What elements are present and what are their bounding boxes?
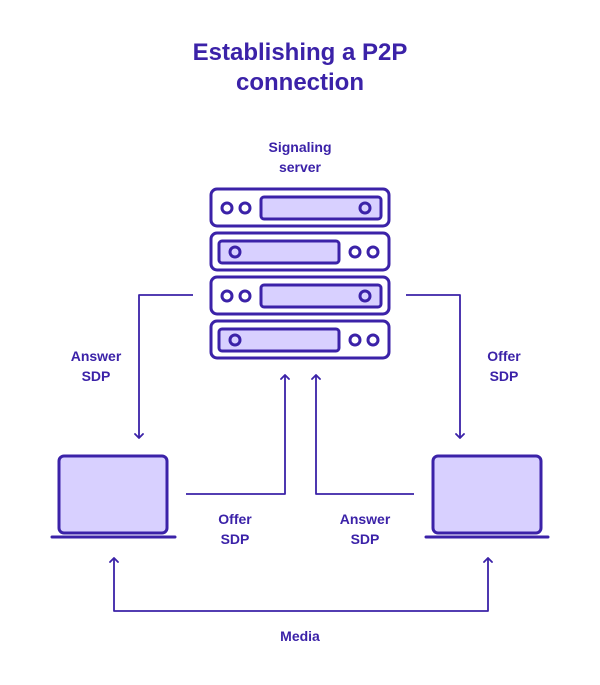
signaling-server-label: Signaling server xyxy=(240,137,360,177)
offer-sdp-label-bottom-line-2: SDP xyxy=(220,531,250,547)
offer-sdp-label-right: Offer SDP xyxy=(444,346,564,386)
answer-sdp-label-left-line-1: Answer xyxy=(70,348,122,364)
answer-sdp-label-bottom-line-2: SDP xyxy=(350,531,380,547)
answer-sdp-label-left: Answer SDP xyxy=(36,346,156,386)
server-unit-3 xyxy=(209,275,391,316)
signaling-server-label-line-2: server xyxy=(278,159,322,175)
answer-sdp-label-bottom-line-1: Answer xyxy=(339,511,391,527)
answer-sdp-label-bottom: Answer SDP xyxy=(305,509,425,549)
answer-sdp-arrow-left xyxy=(134,294,193,439)
offer-sdp-label-bottom: Offer SDP xyxy=(175,509,295,549)
server-unit-1 xyxy=(209,187,391,228)
answer-sdp-arrow-up xyxy=(311,374,414,495)
title-line-1: Establishing a P2P xyxy=(192,39,408,66)
offer-sdp-label-bottom-line-1: Offer xyxy=(218,511,252,527)
right-laptop-icon xyxy=(424,454,550,539)
media-label-text: Media xyxy=(280,628,320,644)
diagram-title: Establishing a P2P connection xyxy=(0,38,600,98)
media-label: Media xyxy=(240,626,360,646)
media-arrow xyxy=(109,557,493,612)
server-unit-2 xyxy=(209,231,391,272)
offer-sdp-arrow-up xyxy=(186,374,290,495)
offer-sdp-label-right-line-2: SDP xyxy=(489,368,519,384)
signaling-server-icon xyxy=(209,187,391,360)
offer-sdp-arrow-right xyxy=(406,294,465,439)
answer-sdp-label-left-line-2: SDP xyxy=(81,368,111,384)
title-line-2: connection xyxy=(235,69,364,96)
server-unit-4 xyxy=(209,319,391,360)
signaling-server-label-line-1: Signaling xyxy=(268,139,332,155)
left-laptop-icon xyxy=(50,454,177,539)
offer-sdp-label-right-line-1: Offer xyxy=(487,348,521,364)
